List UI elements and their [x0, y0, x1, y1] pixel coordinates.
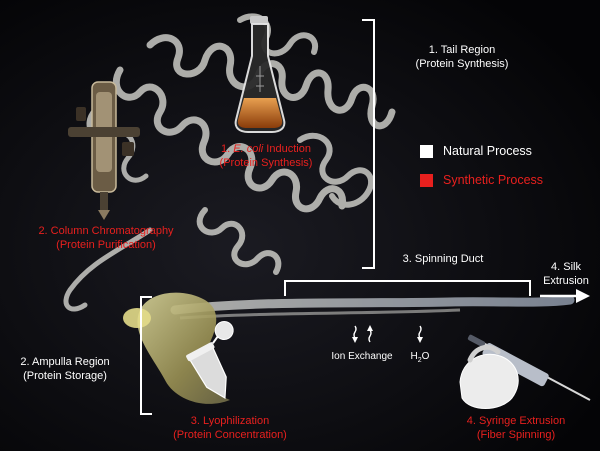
chromatography-column-icon — [68, 81, 140, 220]
syringe-hand-icon — [459, 334, 591, 409]
duct-bracket — [284, 280, 531, 296]
legend-natural-label: Natural Process — [443, 144, 532, 158]
h2o-label: H2O — [410, 351, 430, 364]
tail-region-label: 1. Tail Region (Protein Synthesis) — [382, 44, 542, 72]
spinning-duct — [170, 295, 575, 315]
syringe-title: 4. Syringe Extrusion — [466, 415, 566, 427]
silk-line1: 4. Silk — [551, 261, 581, 273]
ion-exchange-label: Ion Exchange — [323, 351, 401, 364]
syringe-extrusion-label: 4. Syringe Extrusion (Fiber Spinning) — [446, 415, 586, 443]
silk-line2: Extrusion — [543, 274, 589, 287]
microcentrifuge-tube-icon — [186, 321, 234, 400]
ampulla-bracket — [140, 296, 152, 415]
syringe-sub: (Fiber Spinning) — [476, 428, 556, 441]
ampulla-title: 2. Ampulla Region — [20, 356, 110, 368]
legend-synthetic-swatch — [420, 173, 433, 187]
duct-title: 3. Spinning Duct — [402, 253, 484, 265]
ecoli-sub: (Protein Synthesis) — [219, 156, 313, 169]
silk-extrusion-arrow — [540, 289, 590, 303]
erlenmeyer-flask-icon — [234, 16, 286, 133]
legend-synthetic: Synthetic Process — [420, 173, 543, 187]
water-arrow — [417, 325, 423, 343]
legend-natural-swatch — [420, 144, 433, 158]
brackets — [140, 19, 531, 415]
column-chromatography-label: 2. Column Chromatography (Protein Purifi… — [11, 225, 201, 253]
lyophilization-label: 3. Lyophilization (Protein Concentration… — [150, 415, 310, 443]
ecoli-title: 1. E. coli Induction — [221, 143, 311, 155]
ion-exchange-arrows — [352, 325, 373, 343]
column-title: 2. Column Chromatography — [38, 225, 174, 237]
lyo-sub: (Protein Concentration) — [173, 428, 287, 441]
spinning-duct-label: 3. Spinning Duct — [388, 253, 498, 267]
lyo-title: 3. Lyophilization — [190, 415, 270, 427]
ampulla-sac — [137, 292, 230, 404]
tail-region-sub: (Protein Synthesis) — [415, 57, 509, 70]
ecoli-induction-label: 1. E. coli Induction (Protein Synthesis) — [198, 143, 334, 171]
ampulla-sub: (Protein Storage) — [23, 369, 107, 382]
silk-extrusion-label: 4. Silk Extrusion — [534, 261, 598, 289]
ion-title: Ion Exchange — [331, 351, 393, 362]
tail-bracket — [362, 19, 375, 269]
legend-synthetic-label: Synthetic Process — [443, 173, 544, 187]
ampulla-region-label: 2. Ampulla Region (Protein Storage) — [0, 356, 130, 384]
column-sub: (Protein Purification) — [56, 238, 156, 251]
tail-region-title: 1. Tail Region — [428, 44, 496, 56]
legend-natural: Natural Process — [420, 144, 532, 158]
